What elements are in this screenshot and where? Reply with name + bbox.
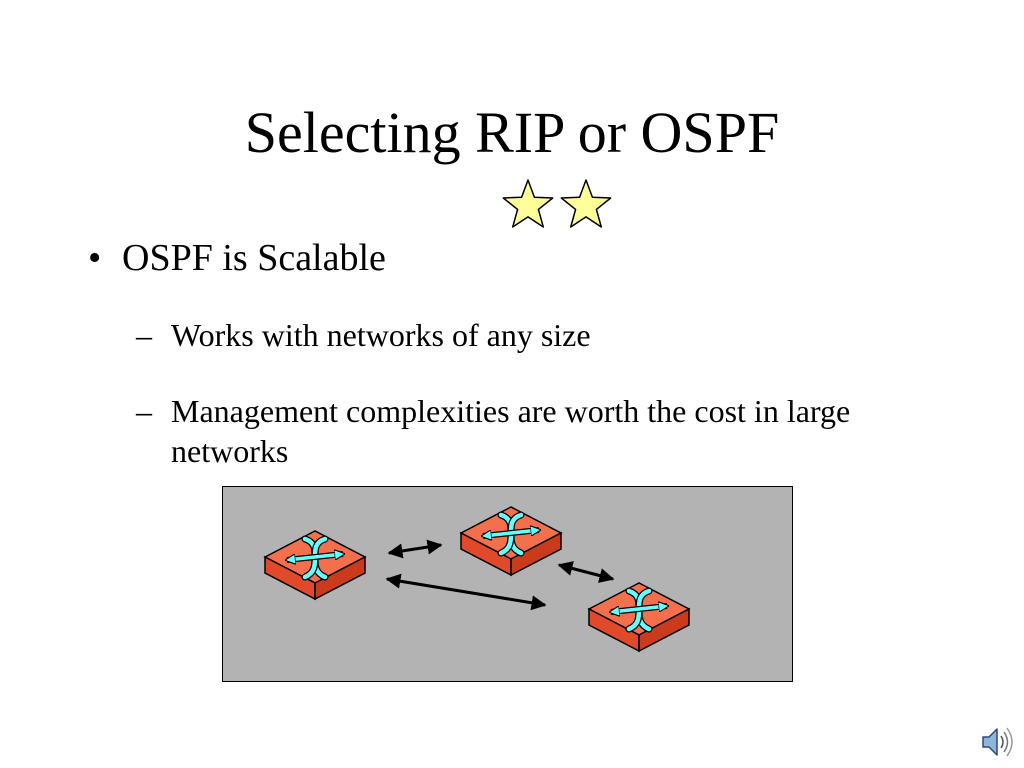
slide-title: Selecting RIP or OSPF <box>244 100 780 165</box>
network-diagram <box>222 486 793 682</box>
link-arrow <box>557 561 615 583</box>
router-icon <box>265 531 365 599</box>
bullet-point: • OSPF is Scalable <box>88 234 386 282</box>
router-icon <box>589 583 689 651</box>
star-icon <box>560 179 612 228</box>
link-arrow <box>387 539 443 559</box>
star-icon <box>502 179 554 228</box>
speaker-icon[interactable] <box>980 724 1016 760</box>
subpoint: – Management complexities are worth the … <box>136 391 956 471</box>
subpoint-text: Management complexities are worth the co… <box>171 393 851 469</box>
subpoint-dash: – <box>136 317 152 353</box>
subpoint-dash: – <box>136 393 152 429</box>
subpoint: – Works with networks of any size <box>136 315 956 355</box>
rating-stars <box>498 176 618 232</box>
subpoint-text: Works with networks of any size <box>171 317 591 353</box>
bullet-symbol: • <box>88 237 102 279</box>
link-arrow <box>385 573 547 611</box>
bullet-text: OSPF is Scalable <box>122 237 386 279</box>
router-icon <box>461 507 561 575</box>
